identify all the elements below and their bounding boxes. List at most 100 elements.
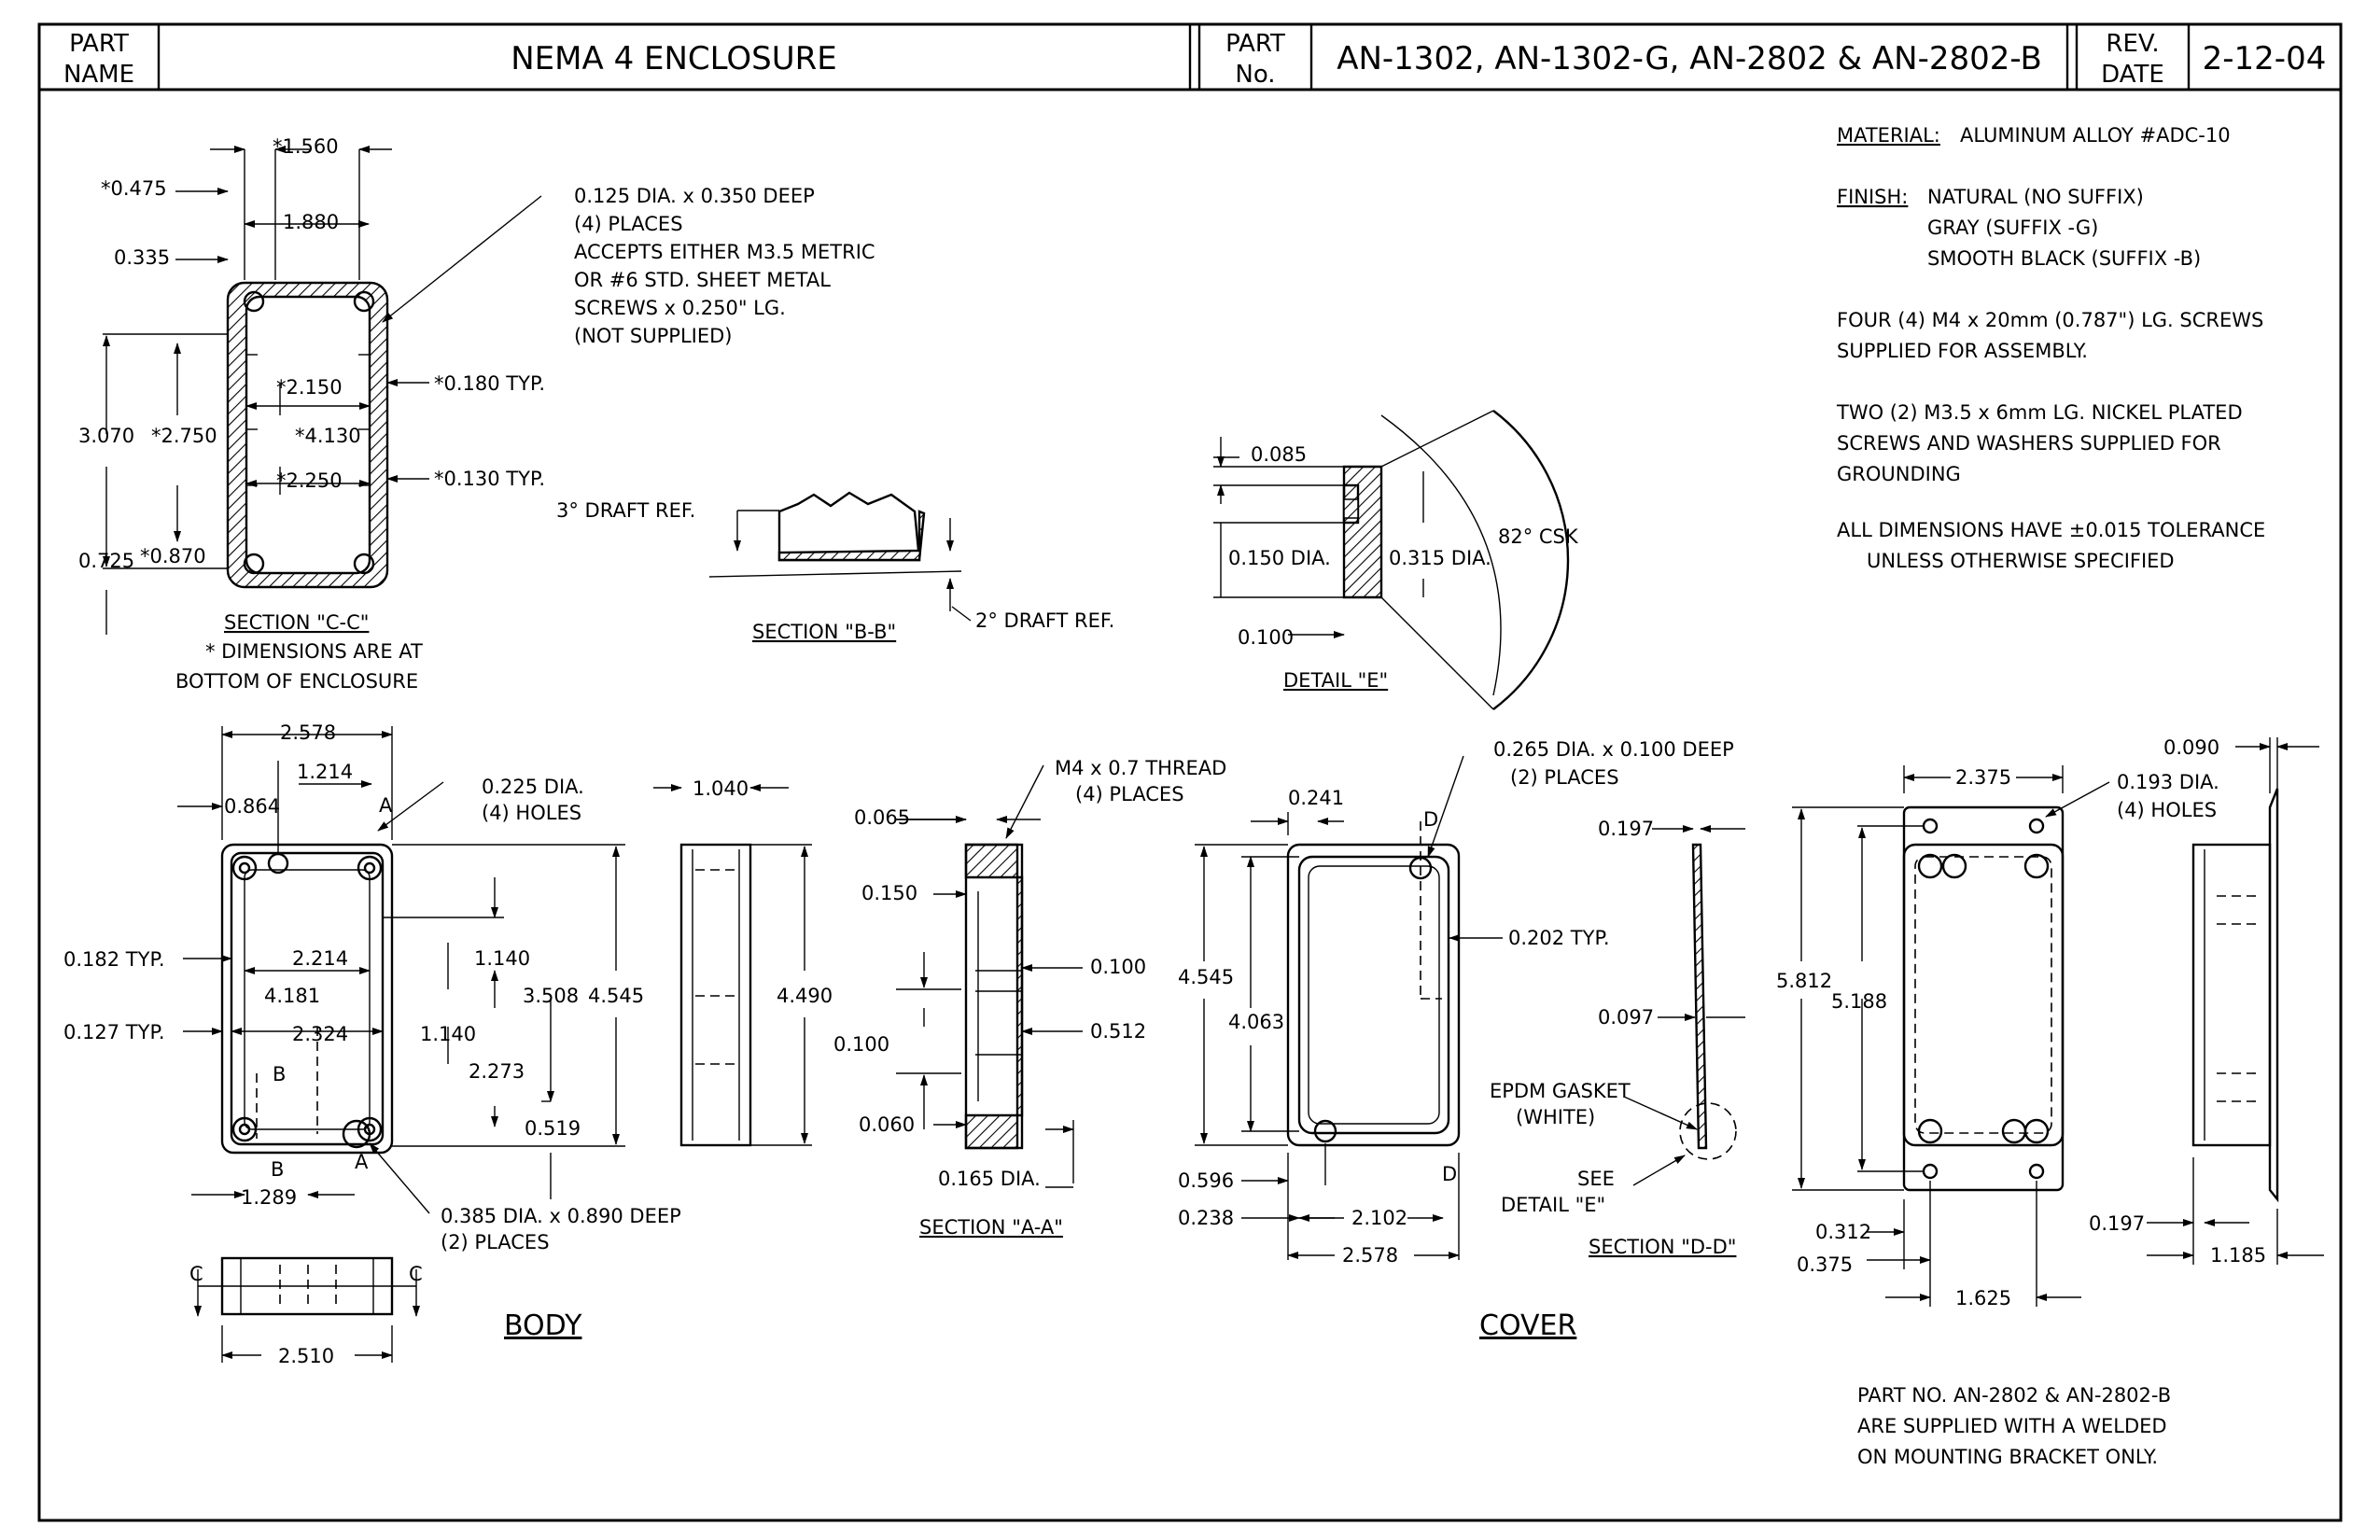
grounding-note-2: SCREWS AND WASHERS SUPPLIED FOR: [1837, 432, 2221, 455]
bracket-plan-view: 2.375 0.193 DIA. (4) HOLES 5.812 5.188 0…: [1776, 765, 2219, 1309]
dim-body-4545: 4.545: [588, 985, 644, 1007]
section-bb-view: 3° DRAFT REF. 2° DRAFT REF. SECTION "B-B…: [556, 491, 1114, 643]
dim-dd-0197: 0.197: [1598, 818, 1654, 840]
dim-e-csk: 82° CSK: [1498, 525, 1579, 548]
dim-cover-4545: 4.545: [1178, 966, 1234, 988]
bracket-side-view: 0.090 0.197 1.185: [2089, 736, 2324, 1267]
body-hole-note-2: (4) HOLES: [482, 802, 581, 824]
cut-a-bottom: A: [355, 1151, 369, 1173]
dim-body-1289: 1.289: [241, 1186, 297, 1209]
dim-body-2578: 2.578: [280, 721, 336, 744]
dim-body-0127: 0.127 TYP.: [63, 1021, 165, 1043]
dim-body-1214: 1.214: [297, 761, 353, 783]
dim-cover-4063: 4.063: [1228, 1011, 1284, 1033]
dim-body-4181: 4.181: [264, 985, 320, 1007]
cc-hole-note-4: OR #6 STD. SHEET METAL: [574, 269, 831, 291]
dim-cc-0335: 0.335: [114, 246, 170, 269]
dim-e-0085: 0.085: [1251, 443, 1307, 466]
cut-b-top: B: [273, 1063, 286, 1085]
general-notes: MATERIAL: ALUMINUM ALLOY #ADC-10 FINISH:…: [1836, 124, 2265, 1468]
material-label: MATERIAL:: [1837, 124, 1940, 147]
dim-bracket-0312: 0.312: [1815, 1221, 1871, 1243]
cover-plan-view: 0.241 0.265 DIA. x 0.100 DEEP (2) PLACES…: [1178, 738, 1734, 1342]
dim-aa-0060: 0.060: [859, 1113, 915, 1136]
dim-cc-1880: 1.880: [283, 211, 339, 233]
dim-body-0182: 0.182 TYP.: [63, 948, 165, 971]
finish-black: SMOOTH BLACK (SUFFIX -B): [1927, 247, 2201, 270]
tolerance-note: ALL DIMENSIONS HAVE ±0.015 TOLERANCE: [1837, 519, 2265, 541]
dim-bracket-2375: 2.375: [1955, 766, 2011, 789]
dim-aa-0100-a: 0.100: [1090, 956, 1146, 978]
dim-e-0315: 0.315 DIA.: [1389, 547, 1491, 569]
dim-body-0864: 0.864: [224, 795, 280, 818]
dim-cc-3070: 3.070: [78, 425, 134, 447]
part-no-label-2: No.: [1235, 61, 1275, 89]
bracket-note-2: ARE SUPPLIED WITH A WELDED: [1857, 1415, 2167, 1437]
bracket-hole-note-2: (4) HOLES: [2117, 799, 2217, 821]
dim-cc-0475: *0.475: [101, 177, 167, 200]
dim-body-0519: 0.519: [525, 1117, 581, 1140]
rev-date-label: REV.: [2106, 30, 2159, 58]
dim-body-2214: 2.214: [292, 947, 348, 970]
cover-title: COVER: [1479, 1309, 1576, 1342]
dim-cover-0241: 0.241: [1288, 787, 1344, 809]
section-aa-view: M4 x 0.7 THREAD (4) PLACES 0.065 0.150 0…: [833, 757, 1226, 1239]
bracket-hole-note-1: 0.193 DIA.: [2117, 771, 2219, 793]
dim-body-4490: 4.490: [777, 985, 833, 1007]
dim-dd-0097: 0.097: [1598, 1006, 1654, 1029]
dim-cc-4130: *4.130: [295, 425, 361, 447]
dim-e-0100: 0.100: [1238, 626, 1294, 649]
grounding-note: TWO (2) M3.5 x 6mm LG. NICKEL PLATED: [1836, 401, 2243, 424]
section-aa-title: SECTION "A-A": [919, 1216, 1063, 1239]
dim-body-1040: 1.040: [693, 777, 749, 800]
grounding-note-3: GROUNDING: [1837, 463, 1961, 485]
material-value: ALUMINUM ALLOY #ADC-10: [1960, 124, 2231, 147]
section-cc-title: SECTION "C-C": [224, 611, 369, 634]
dim-cover-2102: 2.102: [1351, 1207, 1407, 1229]
section-cc-note-2: BOTTOM OF ENCLOSURE: [175, 670, 418, 693]
bb-draft-2: 2° DRAFT REF.: [975, 609, 1114, 632]
body-hole-note-1: 0.225 DIA.: [482, 776, 584, 798]
dim-aa-0100-b: 0.100: [833, 1033, 889, 1056]
tolerance-note-2: UNLESS OTHERWISE SPECIFIED: [1867, 550, 2175, 572]
cut-c-right: C: [409, 1263, 423, 1285]
cut-b-bottom: B: [271, 1158, 284, 1181]
dim-aa-0512: 0.512: [1090, 1020, 1146, 1043]
dim-body-1140-a: 1.140: [474, 947, 530, 970]
cut-a-top: A: [379, 794, 393, 817]
dim-bracket-5188: 5.188: [1831, 990, 1887, 1013]
section-dd-title: SECTION "D-D": [1589, 1236, 1736, 1258]
body-plan-view: A A B B 2.578 1.214 0.864 0.225: [63, 721, 833, 1367]
cc-hole-note-1: 0.125 DIA. x 0.350 DEEP: [574, 185, 815, 207]
dim-body-2324: 2.324: [292, 1023, 348, 1045]
dim-cc-0130: *0.130 TYP.: [434, 468, 545, 490]
dim-body-1140-b: 1.140: [420, 1023, 476, 1045]
part-name-label: PART: [69, 30, 129, 58]
dim-body-3508: 3.508: [523, 985, 579, 1007]
cut-c-left: C: [189, 1263, 203, 1285]
dd-see-note-1: SEE: [1577, 1168, 1615, 1190]
rev-date-label-2: DATE: [2101, 61, 2164, 89]
section-cc-note-1: * DIMENSIONS ARE AT: [205, 640, 423, 663]
dim-bracket-1625: 1.625: [1955, 1287, 2011, 1309]
dd-gasket-note-2: (WHITE): [1516, 1106, 1595, 1128]
assembly-screws-note-2: SUPPLIED FOR ASSEMBLY.: [1837, 340, 2088, 362]
dim-bracket-0375: 0.375: [1797, 1253, 1853, 1276]
dim-bracket-0090: 0.090: [2163, 736, 2219, 759]
body-deep-note-1: 0.385 DIA. x 0.890 DEEP: [441, 1205, 681, 1227]
dim-cover-0238: 0.238: [1178, 1207, 1234, 1229]
detail-e-title: DETAIL "E": [1283, 669, 1388, 692]
dim-cc-0725: 0.725: [78, 550, 134, 572]
dim-cc-0180: *0.180 TYP.: [434, 372, 545, 395]
dim-bracket-0197: 0.197: [2089, 1212, 2145, 1235]
cc-hole-note-5: SCREWS x 0.250" LG.: [574, 297, 786, 319]
dd-see-note-2: DETAIL "E": [1501, 1194, 1605, 1216]
bracket-note-3: ON MOUNTING BRACKET ONLY.: [1857, 1446, 2158, 1468]
part-no-label: PART: [1225, 30, 1285, 58]
dim-aa-0065: 0.065: [854, 806, 910, 829]
dim-cc-0870: *0.870: [140, 545, 206, 567]
dim-cover-0596: 0.596: [1178, 1169, 1234, 1192]
section-cc-view: *1.560 *0.475 1.880 0.335 *2.150 *0.180 …: [78, 135, 875, 693]
cover-hole-note-1: 0.265 DIA. x 0.100 DEEP: [1493, 738, 1734, 761]
part-number: AN-1302, AN-1302-G, AN-2802 & AN-2802-B: [1337, 40, 2042, 77]
